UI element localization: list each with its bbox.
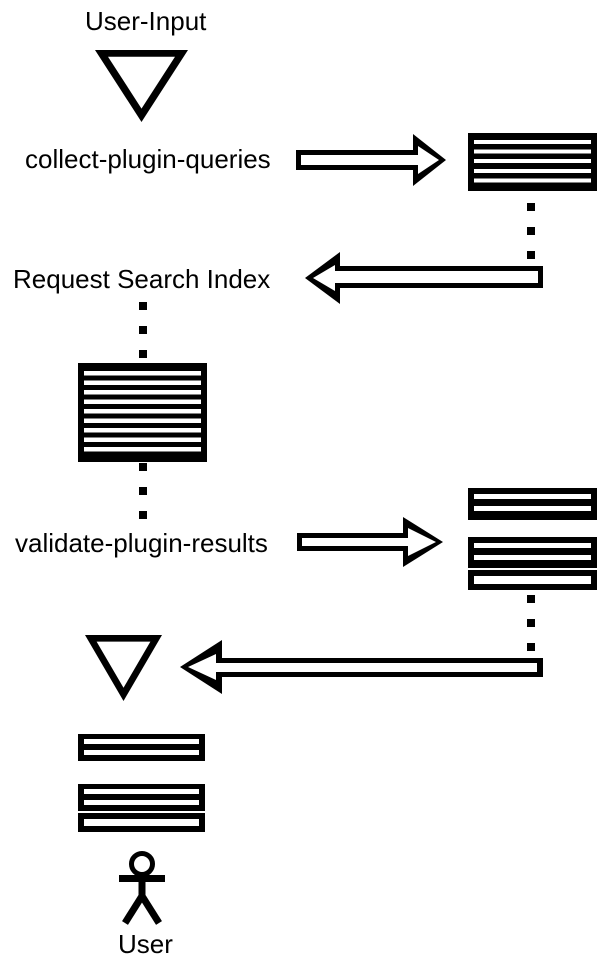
validate-plugin-results-label: validate-plugin-results [15,528,268,558]
dotted-connector [527,595,535,651]
striped-box-lines [474,140,591,184]
dotted-connector [139,302,147,358]
request-search-index-label: Request Search Index [13,264,271,294]
collect-arrow-right-icon [296,134,446,186]
striped-box-lines [474,576,591,584]
return-arrow-left-icon [180,640,543,694]
start-triangle-down-icon [95,50,188,122]
final-result-striped-box-1 [78,734,205,761]
dotted-connector [139,463,147,519]
search-index-striped-box [78,363,207,462]
striped-box-lines [84,739,199,756]
user-input-label: User-Input [85,6,207,36]
validate-result-striped-box-2 [468,537,597,568]
validate-result-striped-box-3 [468,570,597,590]
dotted-connector [527,203,535,259]
striped-box-lines [84,789,199,806]
final-result-striped-box-3 [78,813,205,832]
user-actor-icon [119,851,165,925]
striped-box-lines [84,819,199,826]
validate-arrow-right-icon [297,517,443,567]
collect-plugin-queries-label: collect-plugin-queries [25,144,271,174]
striped-box-lines [474,543,591,562]
end-triangle-down-icon [85,635,162,701]
request-arrow-left-icon [305,252,543,304]
striped-box-lines [474,494,591,514]
user-label: User [118,929,173,959]
collect-result-striped-box [468,133,597,191]
striped-box-lines [84,371,201,454]
validate-result-striped-box-1 [468,488,597,520]
final-result-striped-box-2 [78,784,205,811]
